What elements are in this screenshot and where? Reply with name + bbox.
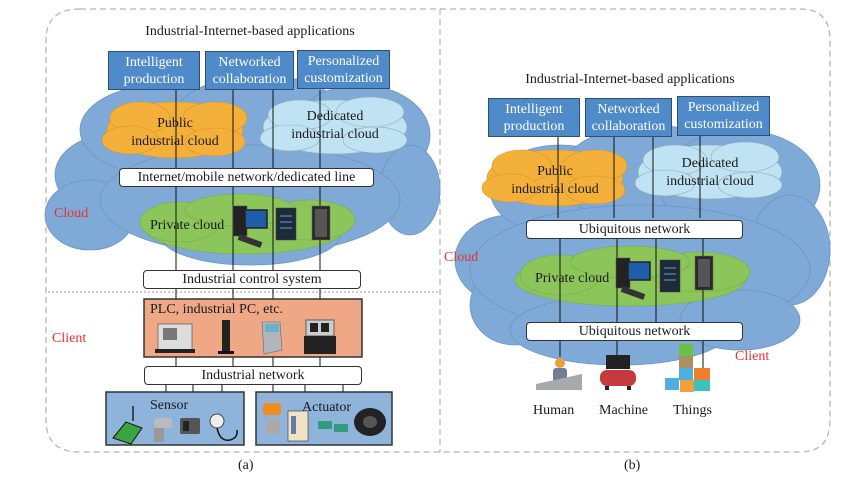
public-cloud-line1: Public bbox=[157, 116, 193, 131]
panel-a-title: Industrial-Internet-based applications bbox=[145, 24, 355, 39]
app-line1: Intelligent bbox=[505, 101, 563, 117]
app-line2: customization bbox=[304, 70, 383, 86]
app-personalized-customization-b: Personalized customization bbox=[677, 96, 770, 136]
sensor-label: Sensor bbox=[150, 398, 189, 413]
panel-b-title: Industrial-Internet-based applications bbox=[525, 72, 735, 87]
motor-icon bbox=[354, 408, 386, 436]
app-line2: customization bbox=[684, 117, 763, 132]
dedicated-cloud-line1: Dedicated bbox=[306, 109, 364, 124]
ubiquitous-network-bottom-bar: Ubiquitous network bbox=[526, 322, 743, 341]
outer-dashed-frame bbox=[45, 8, 831, 453]
industrial-control-system-bar: Industrial control system bbox=[143, 270, 361, 289]
cloud-label-a: Cloud bbox=[54, 206, 89, 221]
app-line2: production bbox=[123, 71, 185, 87]
cloud-label-b: Cloud bbox=[444, 250, 479, 265]
app-line1: Intelligent bbox=[125, 54, 183, 70]
dedicated-cloud-line2: industrial cloud bbox=[291, 127, 379, 142]
app-line2: collaboration bbox=[591, 118, 666, 134]
caption-a: (a) bbox=[238, 458, 254, 473]
proximity-sensor-icon bbox=[154, 418, 172, 442]
dedicated-cloud-b bbox=[634, 141, 783, 200]
dedicated-cloud-line2: industrial cloud bbox=[666, 174, 754, 189]
operator-console-icon bbox=[304, 319, 336, 354]
human-worker-icon bbox=[536, 358, 582, 390]
industrial-pc-icon bbox=[218, 320, 234, 354]
control-cabinet-icon bbox=[261, 321, 283, 355]
cnc-machine-icon bbox=[155, 323, 195, 353]
network-bar-a: Internet/mobile network/dedicated line bbox=[119, 168, 374, 187]
camera-sensor-icon bbox=[180, 418, 200, 434]
app-line1: Networked bbox=[218, 54, 281, 70]
plc-box-label: PLC, industrial PC, etc. bbox=[150, 302, 283, 317]
dedicated-cloud-label-a: Dedicated industrial cloud bbox=[280, 108, 390, 144]
io-module-icon bbox=[318, 421, 348, 432]
public-cloud-label-a: Public industrial cloud bbox=[120, 115, 230, 151]
desktop-computer-icon-a bbox=[232, 205, 268, 248]
electric-valve-icon bbox=[263, 403, 281, 434]
dedicated-cloud-label-b: Dedicated industrial cloud bbox=[655, 155, 765, 191]
app-line2: production bbox=[503, 118, 565, 134]
dedicated-cloud-a bbox=[259, 96, 408, 155]
industrial-network-bar: Industrial network bbox=[144, 366, 362, 385]
app-line1: Personalized bbox=[307, 53, 380, 69]
public-cloud-a bbox=[101, 101, 248, 159]
client-label-a: Client bbox=[52, 331, 87, 346]
client-things-label: Things bbox=[673, 403, 712, 418]
public-cloud-line2: industrial cloud bbox=[131, 134, 219, 149]
pressure-gauge-icon bbox=[209, 413, 238, 441]
public-cloud-label-b: Public industrial cloud bbox=[500, 163, 610, 199]
private-cloud-label-a: Private cloud bbox=[150, 218, 225, 233]
dedicated-cloud-line1: Dedicated bbox=[681, 156, 739, 171]
air-compressor-machine-icon bbox=[600, 355, 636, 390]
server-icon-a bbox=[275, 207, 297, 241]
app-line2: collaboration bbox=[212, 71, 287, 87]
public-cloud-line2: industrial cloud bbox=[511, 182, 599, 197]
app-line1: Personalized bbox=[687, 100, 760, 115]
rack-server-icon-a bbox=[311, 205, 331, 241]
servo-drive-icon bbox=[287, 410, 309, 442]
caption-b: (b) bbox=[624, 458, 641, 473]
rack-server-icon-b bbox=[694, 255, 714, 291]
wireless-sensor-icon bbox=[112, 406, 143, 445]
server-icon-b bbox=[659, 259, 681, 293]
stacked-blocks-things-icon bbox=[665, 344, 710, 392]
public-cloud-line1: Public bbox=[537, 164, 573, 179]
client-human-label: Human bbox=[533, 403, 575, 418]
client-machine-label: Machine bbox=[599, 403, 648, 418]
public-cloud-b bbox=[481, 149, 628, 207]
client-label-b: Client bbox=[735, 349, 770, 364]
actuator-label: Actuator bbox=[302, 400, 351, 415]
app-line1: Networked bbox=[597, 101, 660, 117]
private-cloud-label-b: Private cloud bbox=[535, 271, 610, 286]
ubiquitous-network-top-bar: Ubiquitous network bbox=[526, 220, 743, 239]
desktop-computer-icon-b bbox=[615, 257, 651, 300]
